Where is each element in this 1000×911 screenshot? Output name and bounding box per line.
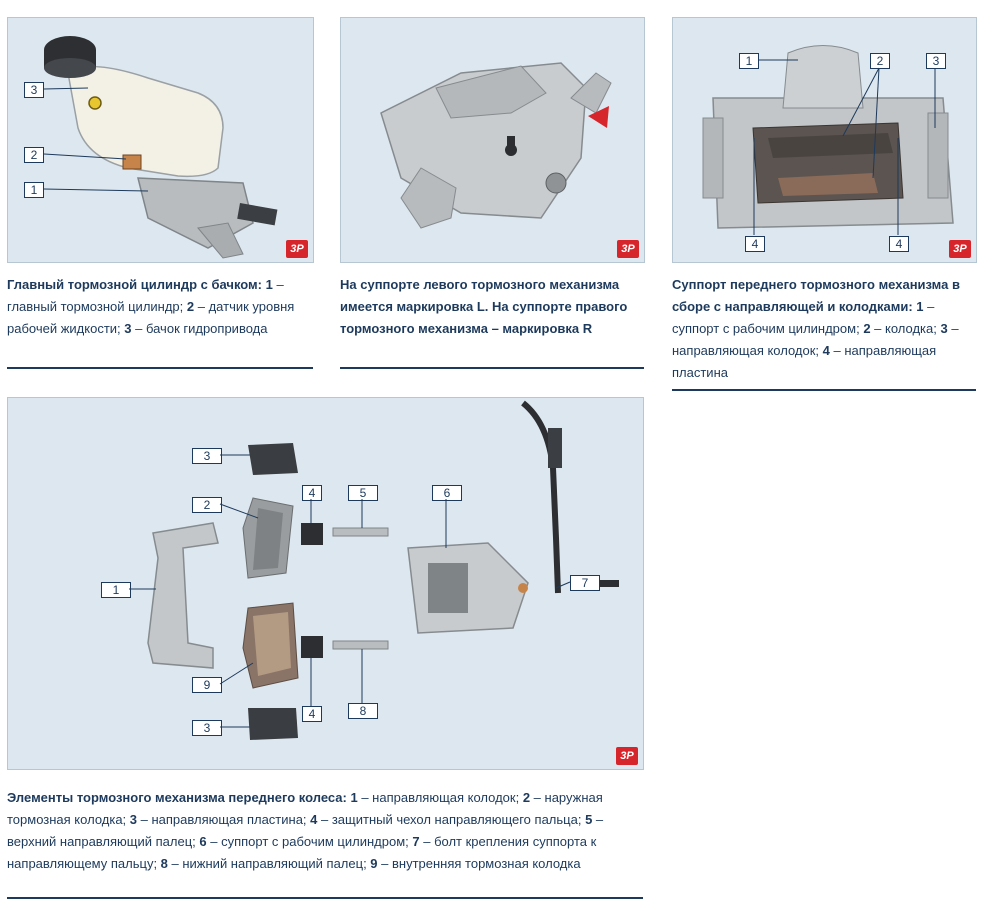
callout-boot-bottom: 4 bbox=[302, 706, 322, 722]
photo-master-cylinder: 3 2 1 3P bbox=[7, 17, 314, 263]
caption-title: Главный тормозной цилиндр с бачком: bbox=[7, 277, 263, 292]
caption-panel-4: Элементы тормозного механизма переднего … bbox=[7, 790, 604, 871]
master-cylinder-illustration bbox=[44, 36, 278, 259]
callout-boot-top: 4 bbox=[302, 485, 322, 501]
callout-master-cylinder: 1 bbox=[24, 182, 44, 198]
callout-lower-pin: 8 bbox=[348, 703, 378, 719]
caliper-illustration bbox=[380, 62, 612, 229]
publisher-logo: 3P bbox=[949, 240, 971, 258]
caption-title: Суппорт переднего тормозного механизма в… bbox=[672, 277, 960, 314]
callout-pad-carrier: 3 bbox=[926, 53, 946, 69]
caption-panel-1: Главный тормозной цилиндр с бачком: 1 – … bbox=[7, 277, 295, 336]
callout-caliper: 1 bbox=[739, 53, 759, 69]
photo-caliper-marking: 3P bbox=[340, 17, 645, 263]
publisher-logo: 3P bbox=[286, 240, 308, 258]
divider bbox=[672, 389, 976, 391]
callout-plate-bottom: 3 bbox=[192, 720, 222, 736]
callout-outer-pad: 2 bbox=[192, 497, 222, 513]
callout-guide-plate-right: 4 bbox=[889, 236, 909, 252]
callout-caliper: 6 bbox=[432, 485, 462, 501]
divider bbox=[340, 367, 644, 369]
caption-title: Элементы тормозного механизма переднего … bbox=[7, 790, 347, 805]
callout-guide-plate-left: 4 bbox=[745, 236, 765, 252]
callout-pad: 2 bbox=[870, 53, 890, 69]
divider bbox=[7, 367, 313, 369]
callout-reservoir: 3 bbox=[24, 82, 44, 98]
callout-plate-top: 3 bbox=[192, 448, 222, 464]
callout-upper-pin: 5 bbox=[348, 485, 378, 501]
publisher-logo: 3P bbox=[616, 747, 638, 765]
callout-fluid-level-sensor: 2 bbox=[24, 147, 44, 163]
callout-carrier: 1 bbox=[101, 582, 131, 598]
callout-inner-pad: 9 bbox=[192, 677, 222, 693]
callout-bolt: 7 bbox=[570, 575, 600, 591]
photo-caliper-assembly: 1 2 3 4 4 3P bbox=[672, 17, 977, 263]
caption-panel-2: На суппорте левого тормозного механизма … bbox=[340, 277, 628, 336]
publisher-logo: 3P bbox=[617, 240, 639, 258]
divider bbox=[7, 897, 643, 899]
caption-panel-3: Суппорт переднего тормозного механизма в… bbox=[672, 277, 960, 380]
exploded-view-brake: 3 2 1 9 3 4 4 5 8 6 7 3P bbox=[7, 397, 644, 770]
